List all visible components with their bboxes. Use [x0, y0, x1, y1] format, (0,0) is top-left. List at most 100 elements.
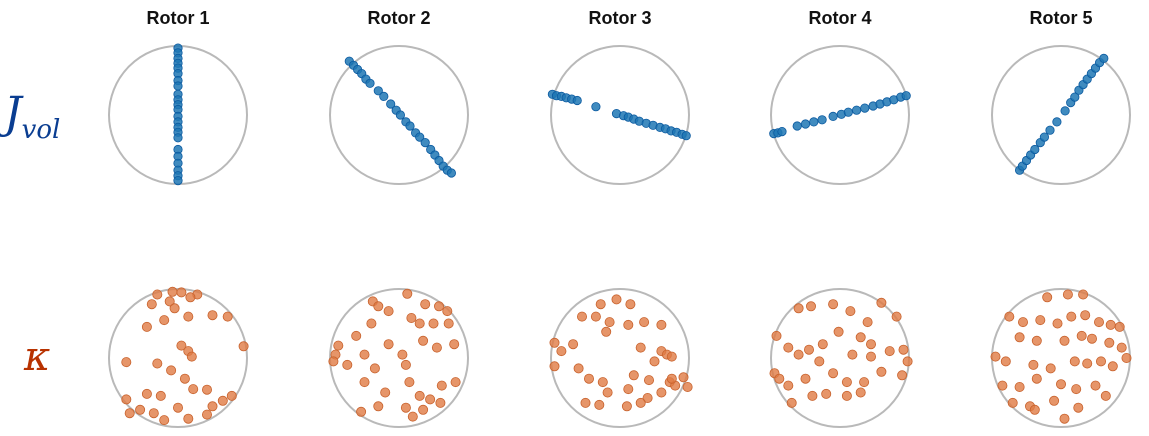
column-title-rotor-3: Rotor 3: [589, 8, 652, 28]
scatter-point: [135, 404, 146, 415]
scatter-point: [148, 408, 159, 419]
scatter-point: [1069, 356, 1080, 367]
column-title-rotor-4: Rotor 4: [809, 8, 872, 28]
scatter-point: [1105, 319, 1116, 330]
scatter-point: [1045, 363, 1056, 374]
scatter-point: [774, 373, 785, 384]
scatter-point: [436, 380, 447, 391]
scatter-point: [577, 311, 588, 322]
scatter-point: [373, 401, 384, 412]
scatter-point: [141, 388, 152, 399]
scatter-point: [621, 401, 632, 412]
scatter-point: [845, 306, 856, 317]
scatter-point: [1076, 330, 1087, 341]
scatter-point: [806, 301, 817, 312]
scatter-point: [238, 341, 249, 352]
scatter-point: [359, 349, 370, 360]
scatter-point: [793, 303, 804, 314]
scatter-point: [420, 138, 430, 148]
scatter-point: [656, 387, 667, 398]
scatter-point: [1082, 358, 1093, 369]
scatter-point: [159, 415, 170, 426]
row-label-kappa: κ: [23, 334, 50, 380]
scatter-point: [173, 176, 183, 186]
scatter-point: [155, 390, 166, 401]
scatter-point: [435, 397, 446, 408]
panel-kappa-rotor-2: [328, 288, 469, 428]
scatter-point: [179, 373, 190, 384]
scatter-point: [141, 321, 152, 332]
scatter-point: [635, 342, 646, 353]
scatter-point: [1104, 337, 1115, 348]
scatter-point: [866, 339, 877, 350]
scatter-point: [222, 311, 233, 322]
scatter-point: [814, 356, 825, 367]
scatter-point: [901, 91, 911, 101]
scatter-point: [1096, 356, 1107, 367]
scatter-point: [414, 318, 425, 329]
scatter-point: [1035, 315, 1046, 326]
scatter-point: [584, 373, 595, 384]
scatter-point: [152, 358, 163, 369]
scatter-point: [656, 319, 667, 330]
scatter-panels: [108, 43, 1132, 428]
unit-circle-outline: [550, 45, 690, 185]
scatter-point: [146, 299, 157, 310]
unit-circle-outline: [550, 288, 690, 428]
scatter-point: [433, 301, 444, 312]
scatter-point: [556, 346, 567, 357]
panel-jvol-rotor-2: [329, 45, 469, 185]
scatter-point: [786, 397, 797, 408]
scatter-point: [549, 361, 560, 372]
scatter-point: [169, 303, 180, 314]
scatter-point: [800, 373, 811, 384]
scatter-point: [568, 339, 579, 350]
scatter-point: [666, 351, 677, 362]
scatter-point: [418, 404, 429, 415]
scatter-point: [847, 349, 858, 360]
panel-kappa-rotor-5: [990, 288, 1132, 428]
scatter-point: [351, 330, 362, 341]
scatter-point: [359, 377, 370, 388]
scatter-point: [446, 168, 456, 178]
scatter-point: [443, 318, 454, 329]
scatter-point: [1030, 144, 1040, 155]
scatter-point: [602, 387, 613, 398]
scatter-point: [405, 121, 415, 131]
scatter-point: [1031, 335, 1042, 346]
scatter-point: [771, 330, 782, 341]
scatter-point: [792, 121, 802, 131]
scatter-point: [1052, 117, 1062, 127]
scatter-point: [152, 289, 163, 300]
scatter-point: [207, 310, 218, 321]
scatter-point: [862, 317, 873, 328]
scatter-point: [1052, 318, 1063, 329]
scatter-point: [898, 344, 909, 355]
scatter-point: [164, 296, 175, 307]
scatter-point: [1059, 413, 1070, 424]
scatter-point: [1090, 380, 1101, 391]
scatter-point: [884, 346, 895, 357]
scatter-point: [1071, 384, 1082, 395]
scatter-point: [188, 384, 199, 395]
scatter-point: [580, 397, 591, 408]
scatter-point: [595, 299, 606, 310]
scatter-point: [431, 342, 442, 353]
scatter-point: [383, 306, 394, 317]
scatter-point: [173, 133, 183, 143]
scatter-point: [379, 91, 389, 102]
scatter-point: [891, 311, 902, 322]
scatter-point: [1056, 379, 1067, 390]
panel-jvol-rotor-5: [991, 45, 1131, 185]
scatter-point: [404, 377, 415, 388]
scatter-point: [860, 103, 870, 113]
scatter-point: [628, 370, 639, 381]
scatter-point: [373, 86, 383, 96]
scatter-point: [590, 311, 601, 322]
scatter-point: [201, 384, 212, 395]
scatter-point: [1114, 321, 1125, 332]
scatter-point: [573, 363, 584, 374]
scatter-point: [800, 119, 811, 129]
scatter-point: [415, 132, 425, 142]
